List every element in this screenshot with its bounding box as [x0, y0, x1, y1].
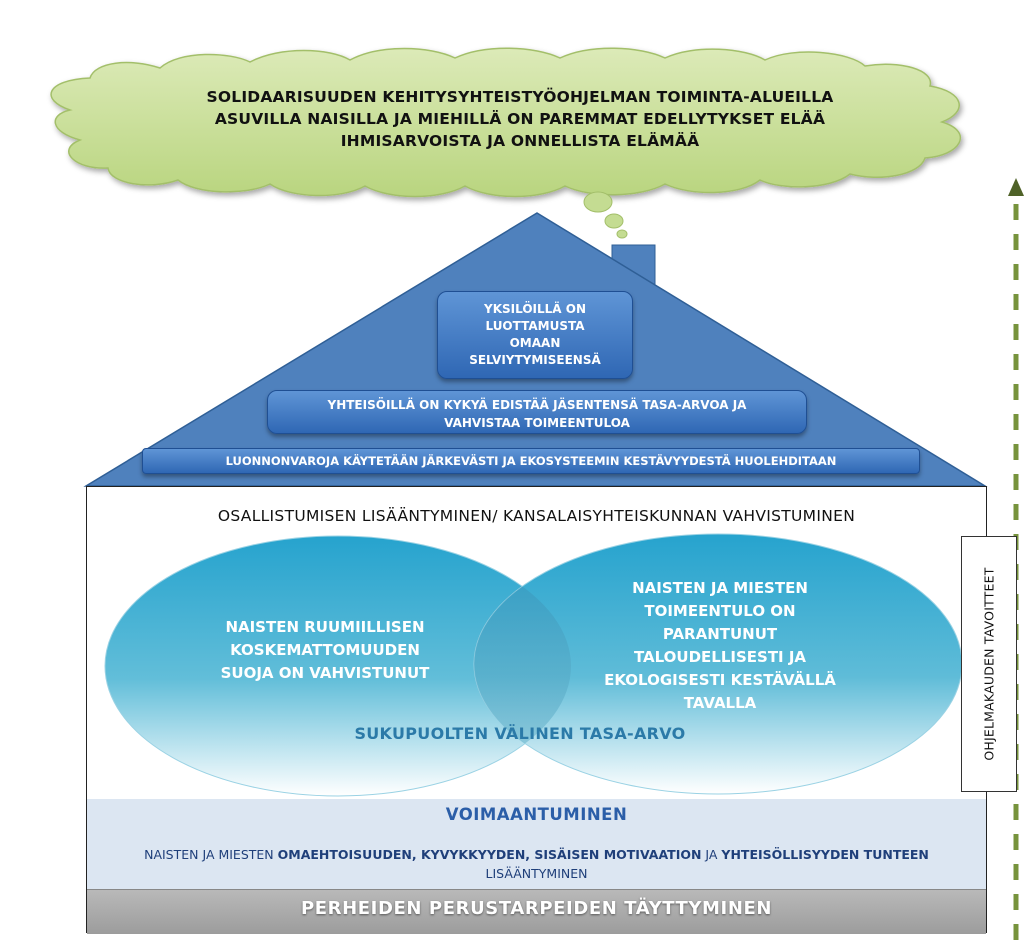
empowerment-text-bold: OMAEHTOISUUDEN, KYVYKKYYDEN, SISÄISEN MO…: [277, 847, 702, 862]
thought-bubble-large: [583, 191, 613, 213]
right-ellipse-line: TOIMEENTULO ON: [644, 602, 796, 620]
empowerment-text-bold: YHTEISÖLLISYYDEN TUNTEEN: [721, 847, 929, 862]
gender-equality-label: SUKUPUOLTEN VÄLINEN TASA-ARVO: [354, 724, 686, 743]
right-ellipse-line: TALOUDELLISESTI JA: [633, 648, 807, 666]
empowerment-text-part: NAISTEN JA MIESTEN: [144, 847, 278, 862]
individuals-line: SELVIYTYMISEENSÄ: [469, 353, 601, 367]
right-ellipse-label: NAISTEN JA MIESTEN TOIMEENTULO ON PARANT…: [570, 577, 870, 715]
right-ellipse-line: EKOLOGISESTI KESTÄVÄLLÄ: [604, 671, 836, 689]
thought-bubble-small: [616, 229, 628, 239]
goal-line-1: SOLIDAARISUUDEN KEHITYSYHTEISTYÖOHJELMAN…: [206, 88, 834, 106]
right-ellipse-line: PARANTUNUT: [662, 625, 778, 643]
individuals-line: LUOTTAMUSTA: [485, 319, 585, 333]
empowerment-text-part: LISÄÄNTYMINEN: [485, 866, 588, 881]
nature-text: LUONNONVAROJA KÄYTETÄÄN JÄRKEVÄSTI JA EK…: [225, 454, 837, 468]
goal-line-2: ASUVILLA NAISILLA JA MIEHILLÄ ON PAREMMA…: [214, 110, 826, 128]
communities-line: VAHVISTAA TOIMEENTULOA: [444, 416, 630, 430]
empowerment-description: NAISTEN JA MIESTEN OMAEHTOISUUDEN, KYVYK…: [100, 845, 973, 883]
individuals-box: YKSILÖILLÄ ON LUOTTAMUSTA OMAAN SELVIYTY…: [437, 291, 633, 379]
empowerment-title: VOIMAANTUMINEN: [445, 805, 628, 824]
left-ellipse-line: NAISTEN RUUMIILLISEN: [225, 618, 425, 636]
program-goals-box: [961, 536, 1017, 792]
nature-box: LUONNONVAROJA KÄYTETÄÄN JÄRKEVÄSTI JA EK…: [142, 448, 920, 474]
program-goals-label: OHJELMAKAUDEN TAVOITTEET: [981, 567, 997, 761]
basic-needs-label: PERHEIDEN PERUSTARPEIDEN TÄYTTYMINEN: [300, 898, 773, 919]
participation-title: OSALLISTUMISEN LISÄÄNTYMINEN/ KANSALAISY…: [217, 507, 856, 525]
individuals-line: YKSILÖILLÄ ON: [484, 302, 586, 316]
goal-line-3: IHMISARVOISTA JA ONNELLISTA ELÄMÄÄ: [340, 132, 700, 150]
left-ellipse-label: NAISTEN RUUMIILLISEN KOSKEMATTOMUUDEN SU…: [190, 616, 460, 685]
thought-bubble-medium: [604, 213, 624, 229]
right-ellipse-line: NAISTEN JA MIESTEN: [632, 579, 808, 597]
goal-cloud-text: SOLIDAARISUUDEN KEHITYSYHTEISTYÖOHJELMAN…: [150, 86, 890, 152]
individuals-line: OMAAN: [509, 336, 561, 350]
basic-needs-bar: [87, 889, 986, 934]
right-ellipse-line: TAVALLA: [683, 694, 757, 712]
left-ellipse-line: SUOJA ON VAHVISTUNUT: [220, 664, 430, 682]
goal-cloud: [50, 47, 962, 198]
communities-box: YHTEISÖILLÄ ON KYKYÄ EDISTÄÄ JÄSENTENSÄ …: [267, 390, 807, 434]
left-ellipse-line: KOSKEMATTOMUUDEN: [230, 641, 420, 659]
empowerment-text-part: JA: [701, 847, 722, 862]
empowerment-band: [87, 799, 986, 889]
communities-line: YHTEISÖILLÄ ON KYKYÄ EDISTÄÄ JÄSENTENSÄ …: [327, 398, 747, 412]
